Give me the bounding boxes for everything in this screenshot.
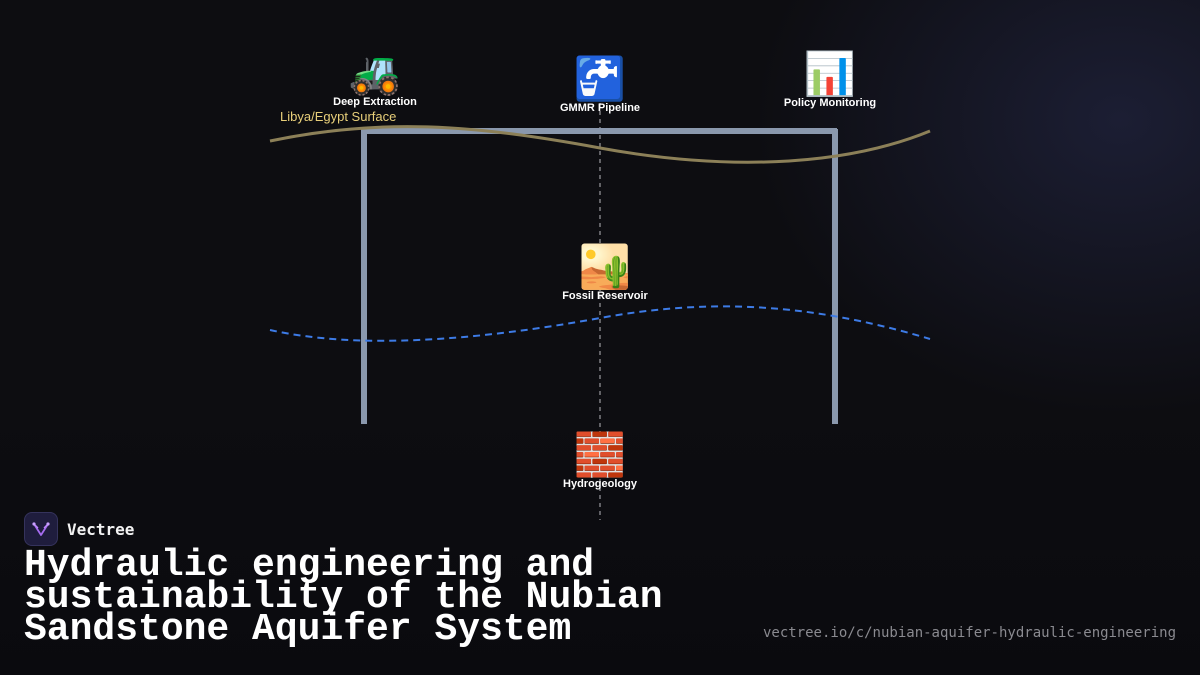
node-label: Policy Monitoring [783, 97, 877, 109]
surface-curve [269, 125, 931, 164]
brand-name: Vectree [67, 519, 135, 539]
vectree-logo-mark [32, 522, 50, 536]
node-label: GMMR Pipeline [559, 102, 641, 114]
tractor-icon: 🚜 [348, 48, 402, 97]
surface-label: Libya/Egypt Surface [280, 109, 397, 124]
bar-chart-icon: 📊 [803, 49, 857, 98]
page-title: Hydraulic engineering and sustainability… [24, 544, 663, 651]
node-label: Deep Extraction [333, 96, 417, 108]
brand[interactable]: Vectree [24, 512, 134, 546]
node-label: Hydrogeology [563, 478, 637, 490]
node-deep-extraction[interactable]: 🚜 Deep Extraction [295, 48, 455, 109]
source-url[interactable]: vectree.io/c/nubian-aquifer-hydraulic-en… [762, 625, 1176, 641]
node-policy-monitoring[interactable]: 📊 Policy Monitoring [750, 49, 910, 110]
water-tap-icon: 🚰 [573, 54, 627, 103]
node-gmmr-pipeline[interactable]: 🚰 GMMR Pipeline [520, 54, 680, 115]
node-hydrogeology[interactable]: 🧱 Hydrogeology [520, 430, 680, 491]
node-label: Fossil Reservoir [562, 290, 648, 302]
node-fossil-reservoir[interactable]: 🏜️ Fossil Reservoir [525, 242, 685, 303]
desert-icon: 🏜️ [578, 242, 632, 291]
brick-icon: 🧱 [573, 430, 627, 479]
vectree-logo-icon [24, 512, 58, 546]
